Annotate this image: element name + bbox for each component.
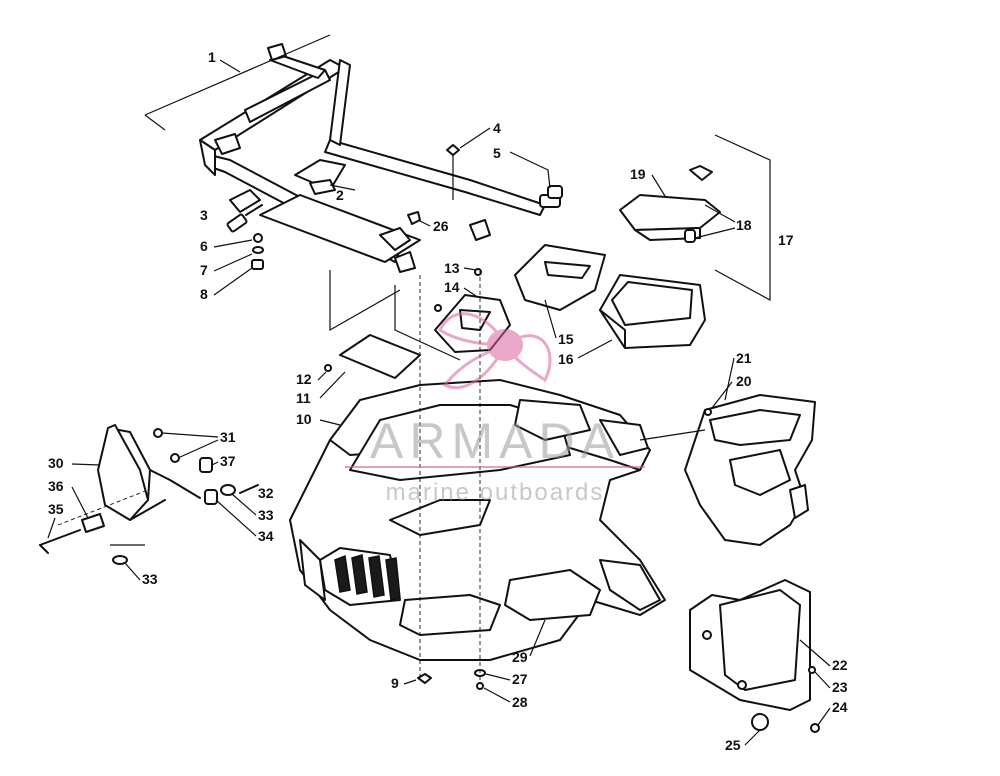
grille bbox=[334, 554, 401, 601]
callout-3: 3 bbox=[200, 207, 208, 223]
callout-33b: 33 bbox=[142, 571, 158, 587]
callout-18: 18 bbox=[736, 217, 752, 233]
callout-11: 11 bbox=[296, 390, 311, 406]
callouts: 1 2 3 4 5 6 7 8 9 10 11 12 13 14 15 16 1… bbox=[47, 49, 848, 753]
callout-37: 37 bbox=[220, 453, 236, 469]
watermark-underline bbox=[345, 466, 645, 468]
storage-lid bbox=[619, 165, 721, 243]
callout-20: 20 bbox=[736, 373, 752, 389]
callout-4: 4 bbox=[493, 120, 501, 136]
front-body bbox=[289, 379, 666, 661]
callout-1: 1 bbox=[208, 49, 216, 65]
assembly-dash-lines bbox=[329, 270, 481, 680]
callout-27: 27 bbox=[512, 671, 528, 687]
watermark-subtitle: marine outboards bbox=[386, 479, 605, 506]
cover-plate bbox=[324, 334, 421, 379]
rack-hardware bbox=[226, 204, 264, 270]
callout-35: 35 bbox=[48, 501, 64, 517]
callout-22: 22 bbox=[832, 657, 848, 673]
callout-19: 19 bbox=[630, 166, 646, 182]
callout-2: 2 bbox=[336, 187, 344, 203]
callout-26: 26 bbox=[433, 218, 449, 234]
callout-36: 36 bbox=[48, 478, 64, 494]
callout-30: 30 bbox=[48, 455, 64, 471]
bottom-fasteners bbox=[417, 669, 486, 690]
watermark-title: ARMADA bbox=[370, 413, 620, 469]
callout-14: 14 bbox=[444, 279, 460, 295]
armada-watermark: ARMADA marine outboards bbox=[345, 312, 645, 506]
callout-25: 25 bbox=[725, 737, 741, 753]
rack-bolts bbox=[407, 144, 460, 225]
callout-31: 31 bbox=[220, 429, 236, 445]
callout-24: 24 bbox=[832, 699, 848, 715]
callout-23: 23 bbox=[832, 679, 848, 695]
callout-8: 8 bbox=[200, 286, 208, 302]
callout-32: 32 bbox=[258, 485, 274, 501]
storage-bin bbox=[599, 274, 706, 349]
callout-13: 13 bbox=[444, 260, 460, 276]
callout-33a: 33 bbox=[258, 507, 274, 523]
propeller-logo bbox=[438, 312, 552, 390]
headlight-assembly bbox=[39, 424, 259, 565]
callout-5: 5 bbox=[493, 145, 501, 161]
right-footwell bbox=[689, 579, 820, 733]
callout-15: 15 bbox=[558, 331, 574, 347]
callout-9: 9 bbox=[391, 675, 399, 691]
callout-16: 16 bbox=[558, 351, 574, 367]
dash-panel-top bbox=[514, 244, 606, 311]
callout-7: 7 bbox=[200, 262, 208, 278]
callout-21: 21 bbox=[736, 350, 752, 366]
right-side-panel bbox=[684, 394, 816, 546]
callout-12: 12 bbox=[296, 371, 312, 387]
front-rack bbox=[199, 43, 563, 273]
callout-6: 6 bbox=[200, 238, 208, 254]
callout-10: 10 bbox=[296, 411, 312, 427]
callout-28: 28 bbox=[512, 694, 528, 710]
callout-34: 34 bbox=[258, 528, 274, 544]
callout-29: 29 bbox=[512, 649, 528, 665]
callout-17: 17 bbox=[778, 232, 794, 248]
